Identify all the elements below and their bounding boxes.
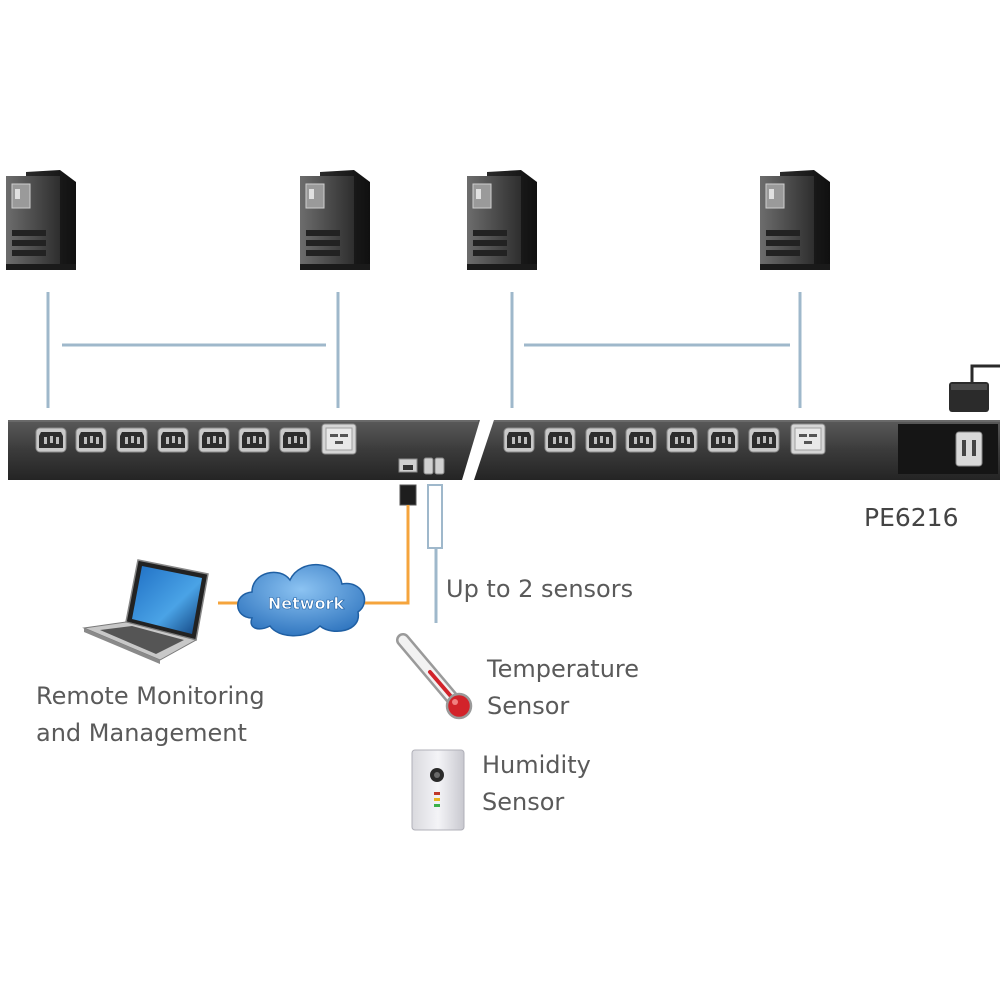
network-label: Network: [268, 594, 345, 613]
c13-outlet: [748, 427, 780, 453]
server-icon-3: [466, 169, 538, 271]
humidity-sensor-icon: [411, 749, 465, 831]
c13-outlet: [625, 427, 657, 453]
c13-outlet: [35, 427, 67, 453]
power-inlet-icon: [955, 431, 983, 467]
power-plug-icon: [949, 364, 1000, 412]
c13-outlet: [503, 427, 535, 453]
c13-outlet: [75, 427, 107, 453]
humidity-sensor-label-line1: Humidity: [482, 751, 591, 779]
c19-outlet: [790, 423, 826, 455]
c13-outlet: [238, 427, 270, 453]
humidity-sensor-label-line2: Sensor: [482, 788, 565, 816]
temperature-sensor-label-line1: Temperature: [487, 655, 640, 683]
c13-outlet: [157, 427, 189, 453]
server-icon-4: [759, 169, 831, 271]
remote-management-label-line1: Remote Monitoring: [36, 682, 265, 710]
c13-outlet: [666, 427, 698, 453]
sensor-cable: [427, 484, 443, 623]
c19-outlet: [321, 423, 357, 455]
c13-outlet: [544, 427, 576, 453]
pdu-unit: [8, 420, 1000, 480]
cloud-icon: [237, 564, 366, 637]
c13-outlet: [585, 427, 617, 453]
thermometer-icon: [396, 633, 473, 720]
server-icon-1: [5, 169, 77, 271]
power-connection-lines: [46, 292, 802, 408]
remote-management-label-line2: and Management: [36, 719, 247, 747]
sensor-count-note: Up to 2 sensors: [446, 575, 634, 603]
c13-outlet: [116, 427, 148, 453]
power-inlet-panel: [898, 424, 998, 474]
laptop-icon: [82, 559, 209, 664]
c13-outlet: [707, 427, 739, 453]
temperature-sensor-label-line2: Sensor: [487, 692, 570, 720]
sensor-port-icon: [434, 457, 445, 475]
sensor-port-icon: [423, 457, 434, 475]
c13-outlet: [198, 427, 230, 453]
pdu-model-label: PE6216: [864, 503, 959, 532]
c13-outlet: [279, 427, 311, 453]
server-icon-2: [299, 169, 371, 271]
